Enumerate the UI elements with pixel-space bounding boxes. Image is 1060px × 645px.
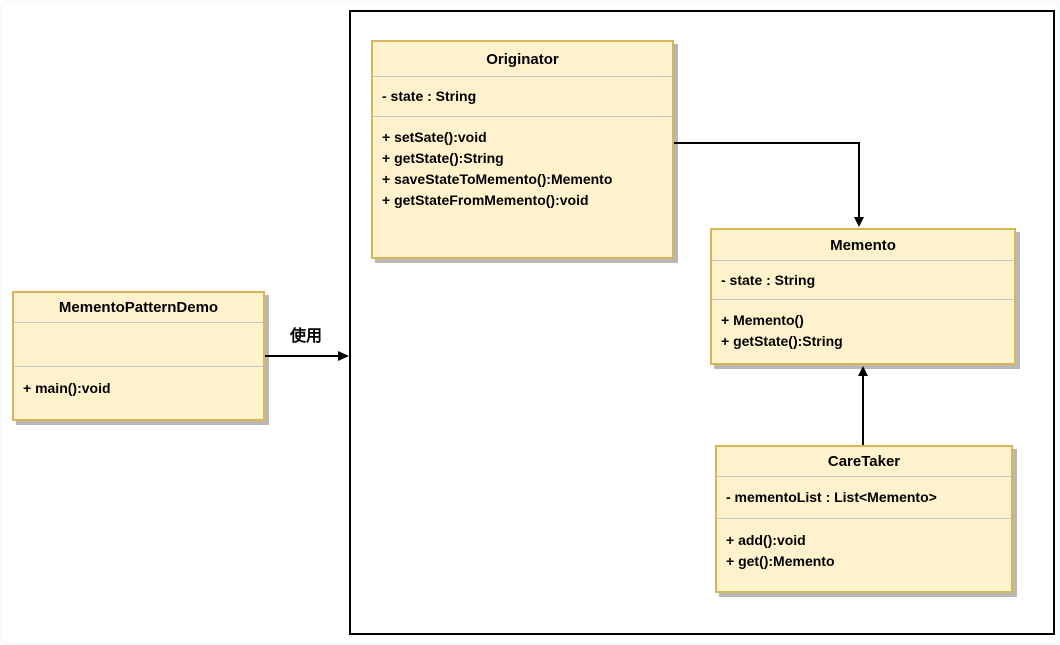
method: + get():Memento bbox=[726, 553, 835, 569]
usage-label: 使用 bbox=[289, 328, 322, 345]
class-attributes-section: - state : String bbox=[712, 261, 1014, 300]
class-methods-section: + add():void + get():Memento bbox=[717, 519, 1011, 591]
method: + saveStateToMemento():Memento bbox=[382, 171, 613, 187]
class-memento: Memento - state : String + Memento() + g… bbox=[710, 228, 1016, 365]
method: + main():void bbox=[23, 380, 111, 396]
attribute: - mementoList : List<Memento> bbox=[726, 489, 937, 505]
originator-memento-line-vertical bbox=[858, 142, 860, 219]
class-caretaker: CareTaker - mementoList : List<Memento> … bbox=[715, 445, 1013, 593]
class-attributes-section: - mementoList : List<Memento> bbox=[717, 477, 1011, 519]
attribute: - state : String bbox=[721, 271, 816, 288]
class-title: MementoPatternDemo bbox=[14, 293, 263, 323]
originator-memento-line-horizontal bbox=[674, 142, 860, 144]
method: + add():void bbox=[726, 532, 806, 548]
method: + Memento() bbox=[721, 312, 804, 328]
method: + getState():String bbox=[721, 333, 843, 349]
class-title: Originator bbox=[373, 42, 672, 77]
class-methods-section: + main():void bbox=[14, 367, 263, 419]
class-attributes-section: - state : String bbox=[373, 77, 672, 117]
method: + setSate():void bbox=[382, 129, 487, 145]
class-methods-section: + Memento() + getState():String bbox=[712, 300, 1014, 363]
caretaker-memento-line bbox=[862, 375, 864, 445]
usage-arrowhead bbox=[338, 351, 349, 361]
method: + getStateFromMemento():void bbox=[382, 192, 589, 208]
class-title: Memento bbox=[712, 230, 1014, 261]
class-title: CareTaker bbox=[717, 447, 1011, 477]
class-originator: Originator - state : String + setSate():… bbox=[371, 40, 674, 259]
class-methods-section: + setSate():void + getState():String + s… bbox=[373, 117, 672, 257]
usage-arrow-line bbox=[265, 355, 340, 357]
class-memento-pattern-demo: MementoPatternDemo + main():void bbox=[12, 291, 265, 421]
method: + getState():String bbox=[382, 150, 504, 166]
originator-memento-arrowhead bbox=[854, 217, 864, 227]
system-boundary-box bbox=[349, 10, 1055, 635]
caretaker-memento-arrowhead bbox=[858, 366, 868, 376]
attribute: - state : String bbox=[382, 88, 477, 104]
class-attributes-section bbox=[14, 323, 263, 367]
